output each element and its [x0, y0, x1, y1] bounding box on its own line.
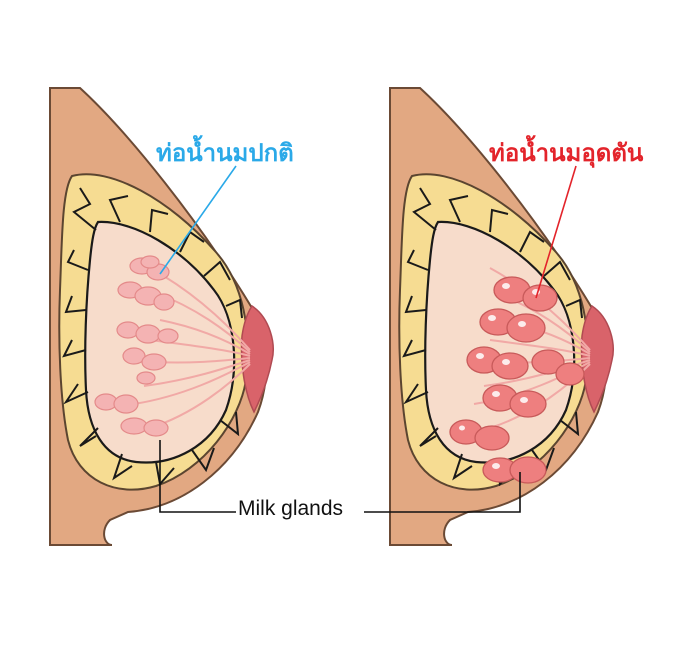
blocked-breast-illustration	[388, 86, 615, 547]
blocked-duct-label: ท่อน้ำนมอุดตัน	[489, 139, 644, 167]
milk-glands-label: Milk glands	[238, 497, 344, 520]
normal-breast-illustration	[48, 86, 275, 547]
normal-duct-label: ท่อน้ำนมปกติ	[156, 139, 294, 167]
normal-milk-lobules	[94, 255, 179, 437]
blocked-milk-lobules	[449, 276, 585, 484]
milk-glands-leader-lines	[159, 440, 521, 513]
